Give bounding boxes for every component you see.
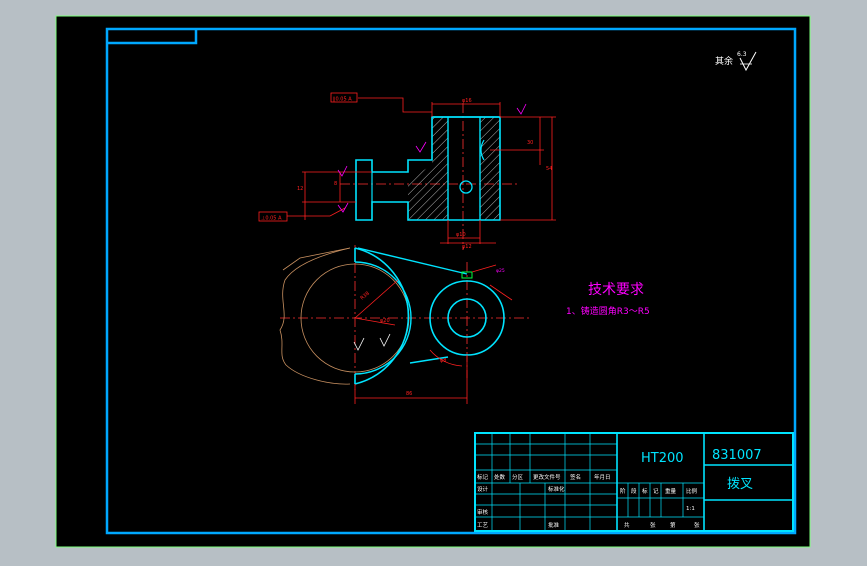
roughness-note-text: 其余 bbox=[715, 55, 733, 67]
tb-left-labels: 设计 审核 工艺 bbox=[477, 485, 489, 529]
roughness-mark-icon bbox=[516, 103, 527, 115]
tb-mid-label: 批准 bbox=[548, 521, 560, 529]
tb-sheet-row: 共 张 第 张 bbox=[624, 521, 700, 529]
datum-box-bottom bbox=[258, 211, 288, 222]
roughness-symbol-icon bbox=[739, 51, 757, 72]
tech-req-item-1: 1、铸造圆角R3～R5 bbox=[566, 305, 650, 317]
dim-angle-arc bbox=[429, 349, 463, 367]
title-block-border bbox=[474, 432, 794, 532]
tb-header-cell: 分区 bbox=[512, 473, 524, 481]
tb-header-cell: 签名 bbox=[570, 473, 581, 481]
roughness-mark-icon bbox=[379, 333, 391, 347]
fork-outer-arc bbox=[354, 247, 410, 385]
pin-hole bbox=[459, 180, 473, 194]
front-outline bbox=[355, 116, 501, 221]
tb-stage-cell: 比例 bbox=[686, 487, 698, 495]
tb-sheet-cell: 张 bbox=[650, 521, 656, 529]
phantom-outline bbox=[279, 247, 351, 385]
tb-mid-label: 标准化 bbox=[548, 485, 565, 493]
tb-header-cell: 标记 bbox=[477, 473, 489, 481]
roughness-mark-icon bbox=[337, 165, 348, 177]
tb-stage-cell: 标 bbox=[642, 487, 648, 495]
dim-text-left-slot: 8 bbox=[334, 181, 337, 187]
title-block bbox=[474, 432, 794, 532]
leader-datum-bottom bbox=[287, 207, 346, 217]
dim-boss-leader bbox=[489, 284, 513, 301]
top-view: R38 φ20 86 φ8 φ25 bbox=[279, 245, 530, 404]
datum-text-bottom: ⊥0.05 A bbox=[261, 216, 282, 222]
tb-header-cell: 处数 bbox=[494, 473, 506, 481]
phantom-line bbox=[282, 247, 351, 271]
fork-inner-arc bbox=[354, 261, 412, 375]
tb-stage-cell: 阶 bbox=[620, 487, 626, 495]
tb-header-cell: 年月日 bbox=[594, 473, 611, 481]
tb-stage-cell: 重量 bbox=[665, 487, 677, 495]
dim-radius-line bbox=[354, 279, 399, 319]
tech-req-title: 技术要求 bbox=[588, 282, 644, 298]
dim-text-bottom-2: φ12 bbox=[462, 244, 472, 250]
arm-lower-edge bbox=[409, 356, 449, 364]
dim-text-right-1: 30 bbox=[527, 140, 533, 146]
tb-drawing-number: 831007 bbox=[712, 448, 762, 463]
dim-text-top: φ16 bbox=[462, 98, 472, 104]
datum-box-top bbox=[330, 92, 358, 103]
tb-sheet-cell: 第 bbox=[670, 521, 676, 529]
tb-stage-row: 阶 段 标 记 重量 比例 1:1 bbox=[620, 487, 698, 512]
tb-sheet-cell: 张 bbox=[694, 521, 700, 529]
tb-header-row: 标记 处数 分区 更改文件号 签名 年月日 bbox=[477, 473, 611, 481]
dim-radius-line-2 bbox=[354, 317, 396, 326]
dim-text-boss: φ20 bbox=[380, 318, 390, 324]
tb-left-label: 设计 bbox=[477, 485, 489, 493]
paper-sheet bbox=[55, 15, 811, 548]
section-hatch-right bbox=[480, 117, 500, 220]
tb-left-label: 工艺 bbox=[477, 522, 489, 529]
boss-bore-circle bbox=[447, 298, 487, 338]
tb-stage-cell: 段 bbox=[631, 487, 637, 495]
leader-datum-top bbox=[358, 97, 432, 113]
roughness-value-text: 6.3 bbox=[737, 51, 747, 58]
pin-boss-marker bbox=[461, 271, 473, 279]
tb-left-label: 审核 bbox=[477, 508, 489, 516]
section-hatch-left bbox=[408, 117, 448, 220]
tb-header-cell: 更改文件号 bbox=[533, 473, 561, 481]
tb-mid-labels: 标准化 批准 bbox=[548, 485, 565, 529]
tb-part-name: 拨叉 bbox=[727, 477, 753, 492]
corner-box bbox=[107, 29, 198, 45]
keyway-arc bbox=[480, 139, 485, 161]
datum-text-top: ∥0.05 A bbox=[333, 97, 352, 103]
tb-stage-cell: 记 bbox=[653, 488, 659, 495]
dim-text-left-height: 12 bbox=[297, 186, 303, 192]
drawing-frame bbox=[105, 27, 797, 535]
arm-upper-edge bbox=[357, 247, 468, 275]
roughness-mark-icon bbox=[415, 141, 427, 153]
dim-text-bottom-1: φ10 bbox=[456, 232, 466, 238]
tb-scale-value: 1:1 bbox=[686, 506, 695, 512]
dim-text-radius: R38 bbox=[359, 291, 370, 302]
roughness-mark-icon bbox=[353, 337, 365, 351]
dim-text-small: φ25 bbox=[496, 268, 505, 274]
dim-text-right-2: 54 bbox=[546, 166, 552, 172]
dim-text-hole: φ8 bbox=[440, 358, 446, 364]
tb-material: HT200 bbox=[641, 451, 684, 466]
roughness-mark-icon bbox=[337, 202, 349, 213]
tb-sheet-cell: 共 bbox=[624, 521, 630, 529]
front-view: ∥0.05 A ⊥0.05 A φ16 30 54 8 12 φ10 φ12 bbox=[258, 92, 556, 250]
dim-small-leader bbox=[471, 264, 497, 273]
dim-text-length: 86 bbox=[406, 391, 412, 397]
